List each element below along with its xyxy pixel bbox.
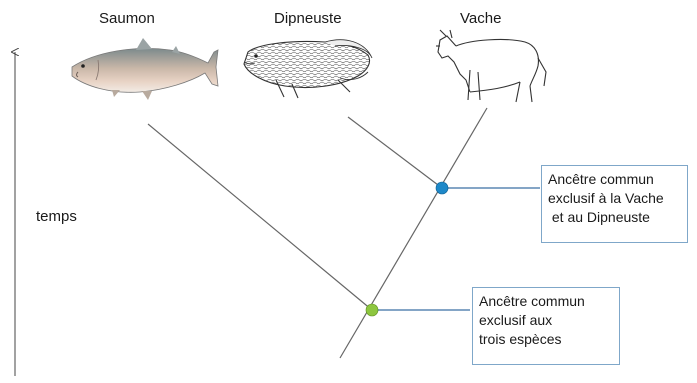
callout-line: exclusif aux [479, 311, 613, 330]
callout-line: et au Dipneuste [548, 208, 681, 227]
branch-salmon [148, 124, 372, 310]
callout-line: exclusif à la Vache [548, 189, 681, 208]
callout-line: Ancêtre commun [479, 292, 613, 311]
node-ancestor-cow-lungfish [436, 182, 448, 194]
lungfish-icon [244, 40, 372, 98]
callout-line: trois espèces [479, 330, 613, 349]
salmon-icon [72, 38, 218, 100]
cow-icon [436, 30, 546, 102]
node-ancestor-all-three [366, 304, 378, 316]
callout-ancestor-cow-lungfish: Ancêtre commun exclusif à la Vache et au… [541, 165, 688, 243]
callout-line: Ancêtre commun [548, 170, 681, 189]
branch-root-to-cow [340, 108, 487, 358]
callout-ancestor-all-three: Ancêtre commun exclusif aux trois espèce… [472, 287, 620, 365]
branch-lungfish [348, 117, 442, 188]
